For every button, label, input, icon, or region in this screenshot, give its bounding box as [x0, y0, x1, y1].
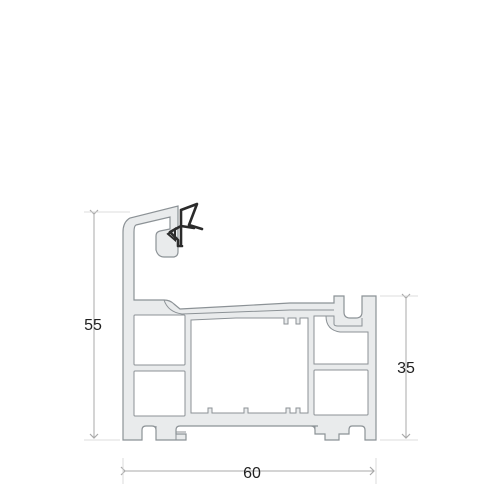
glazing-bead-groove — [163, 299, 334, 315]
chamber-right-upper — [313, 315, 369, 365]
chamber-left-lower — [133, 370, 186, 417]
bottom-foot-left — [155, 426, 186, 441]
bottom-foot-right — [314, 426, 349, 441]
label-width: 60 — [243, 465, 261, 482]
seal-gasket — [166, 202, 204, 248]
chamber-right-lower — [313, 369, 369, 416]
gasket-lip — [166, 227, 176, 243]
label-overall-height: 55 — [84, 317, 102, 334]
label-right-height: 35 — [397, 360, 415, 377]
pvc-profile — [122, 205, 377, 441]
chamber-center — [190, 317, 309, 414]
right-hook-channel — [326, 315, 363, 327]
dimension-annotations: 55 35 60 — [84, 209, 418, 484]
gasket-shape — [168, 202, 204, 248]
chamber-left-upper — [133, 314, 186, 366]
